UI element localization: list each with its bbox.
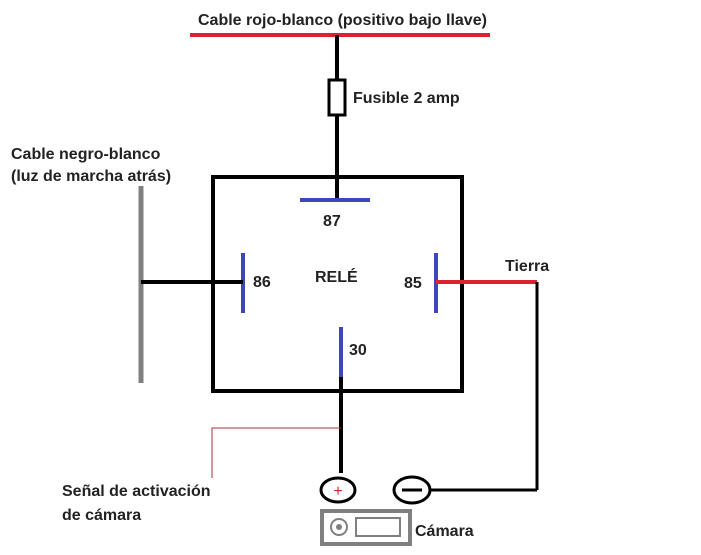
relay-label: RELÉ: [315, 267, 358, 286]
positive-cable-label: Cable rojo-blanco (positivo bajo llave): [198, 12, 487, 29]
signal-label-line2: de cámara: [62, 507, 141, 524]
plus-sign: +: [333, 483, 342, 500]
ground-label: Tierra: [505, 258, 549, 275]
signal-label-line1: Señal de activación: [62, 483, 211, 500]
pin-87-label: 87: [323, 213, 341, 230]
fuse-label: Fusible 2 amp: [353, 90, 460, 107]
fuse-symbol: [327, 78, 347, 117]
pin-86-label: 86: [253, 274, 271, 291]
reverse-light-label-line2: (luz de marcha atrás): [11, 168, 171, 185]
signal-leader-line: [211, 427, 341, 478]
pin-85-label: 85: [404, 275, 422, 292]
reverse-light-label-line1: Cable negro-blanco: [11, 146, 161, 163]
pin-30-label: 30: [349, 342, 367, 359]
camera-label: Cámara: [415, 523, 474, 540]
plus-terminal: [319, 476, 357, 504]
camera-icon: [320, 509, 412, 546]
